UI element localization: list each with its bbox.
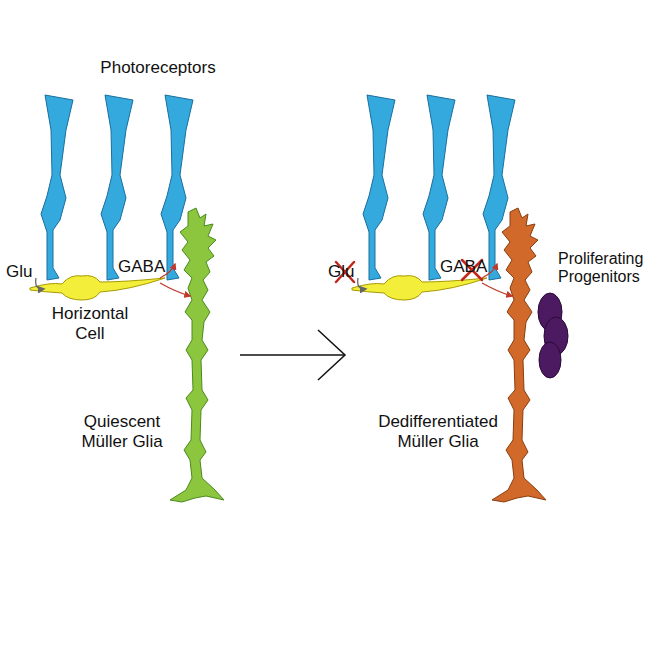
glu-arrow (358, 278, 366, 289)
gaba-arrow (482, 283, 512, 296)
signal-label: GABA (118, 257, 168, 277)
cell-label: Dedifferentiated Müller Glia (370, 412, 506, 451)
progenitor-cells (538, 293, 568, 378)
muller-glia (170, 208, 224, 502)
cell-label: Photoreceptors (78, 58, 238, 78)
cell-label: Quiescent Müller Glia (66, 412, 178, 451)
transition-arrow (240, 330, 345, 380)
horizontal-cell (352, 276, 487, 300)
cell-label: Horizontal Cell (40, 304, 140, 343)
signal-label: Glu (6, 262, 42, 282)
gaba-arrow (160, 283, 190, 296)
right-panel (336, 95, 568, 502)
signal-label: GABA (440, 257, 490, 277)
cell-label: Proliferating Progenitors (558, 250, 660, 287)
left-panel (30, 95, 224, 502)
photoreceptors (363, 95, 515, 280)
photoreceptors (41, 95, 193, 280)
signal-label: Glu (328, 262, 364, 282)
dedifferentiated-glia (492, 208, 546, 502)
glu-arrow (36, 278, 44, 289)
horizontal-cell (30, 276, 165, 300)
